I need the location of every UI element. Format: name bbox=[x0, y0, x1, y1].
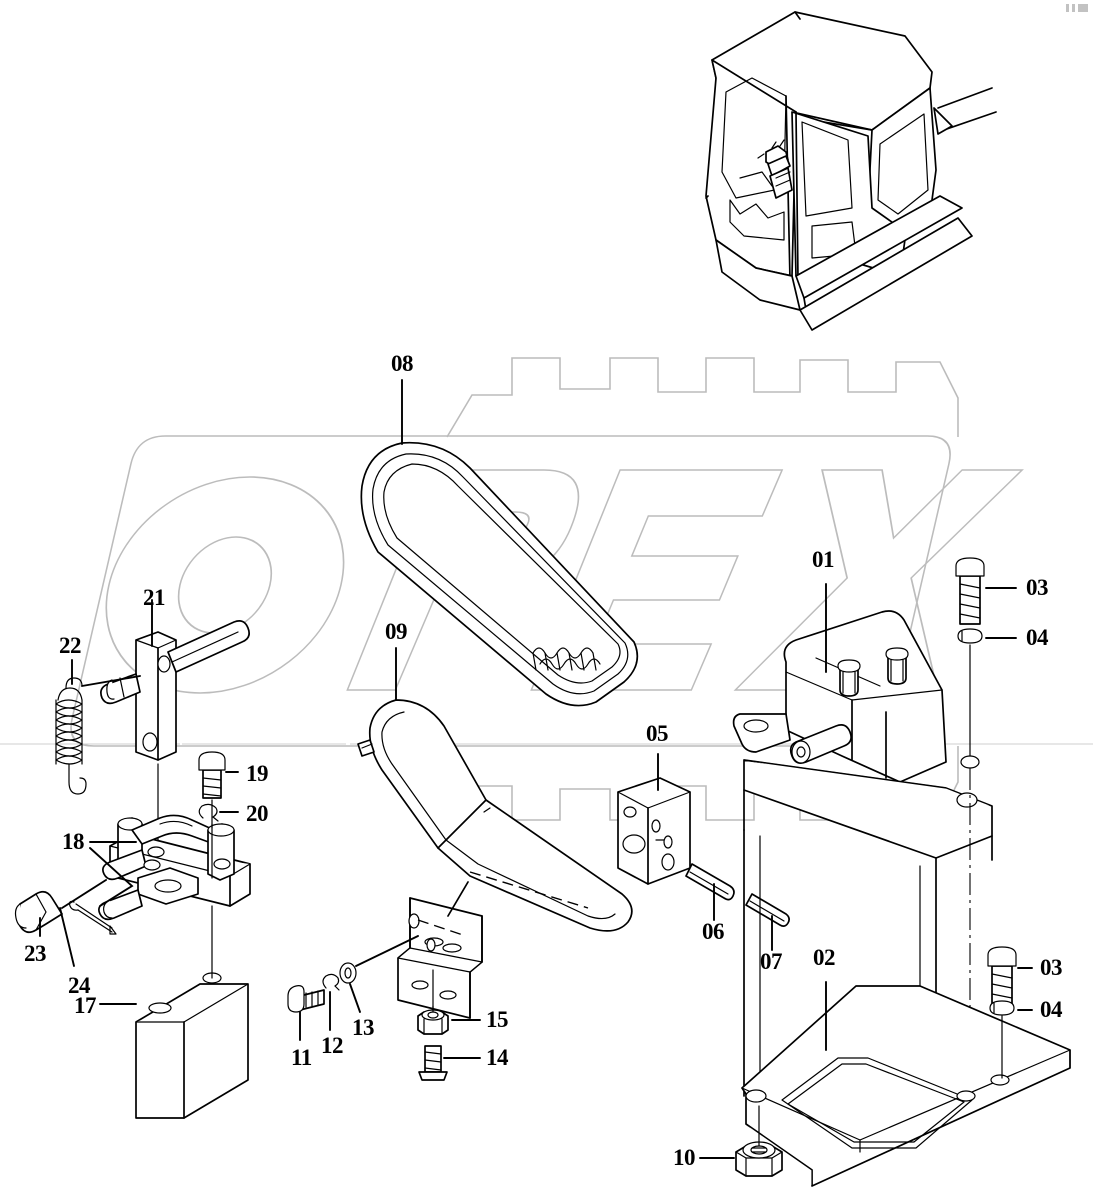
callout-13: 13 bbox=[352, 1015, 375, 1040]
flat-washer-13 bbox=[339, 962, 357, 984]
rubber-pedal-pad-08 bbox=[360, 441, 639, 707]
callout-24: 24 bbox=[68, 973, 91, 998]
snap-ring-12 bbox=[322, 973, 340, 991]
washer-lower-04 bbox=[989, 1000, 1015, 1016]
callout-18: 18 bbox=[62, 829, 85, 854]
bolt-hex-head-19 bbox=[198, 751, 226, 799]
bolt-flange-14 bbox=[418, 1045, 448, 1081]
callout-07: 07 bbox=[760, 949, 783, 974]
callout-01: 01 bbox=[812, 547, 835, 572]
cotter-pin-24 bbox=[68, 900, 117, 935]
callout-23: 23 bbox=[24, 941, 47, 966]
lead-13-to-bracket bbox=[355, 935, 419, 967]
hex-nut-10 bbox=[735, 1105, 783, 1177]
callout-03-upper: 03 bbox=[1026, 575, 1049, 600]
washer-upper-04 bbox=[957, 628, 983, 644]
callout-03-lower: 03 bbox=[1040, 955, 1063, 980]
pivot-pin-23 bbox=[14, 890, 63, 934]
base-plate-02 bbox=[741, 985, 1071, 1187]
callout-21: 21 bbox=[143, 585, 166, 610]
bolt-upper-03 bbox=[955, 557, 985, 625]
callout-17: 17 bbox=[74, 993, 97, 1018]
lead-13 bbox=[349, 983, 361, 1013]
link-block-05 bbox=[617, 777, 691, 885]
callout-20: 20 bbox=[246, 801, 269, 826]
lead-18b bbox=[89, 847, 134, 907]
callout-09: 09 bbox=[385, 619, 408, 644]
lead-24 bbox=[59, 907, 75, 967]
lead-22-to-rod bbox=[81, 675, 141, 687]
pin-long-06 bbox=[685, 863, 735, 901]
bolt-lower-03 bbox=[987, 946, 1017, 1011]
callout-22: 22 bbox=[59, 633, 82, 658]
callout-10: 10 bbox=[673, 1145, 696, 1170]
flange-nut-15 bbox=[417, 1009, 449, 1035]
lever-arm-21 bbox=[100, 620, 250, 761]
callout-19: 19 bbox=[246, 761, 269, 786]
callout-14: 14 bbox=[486, 1045, 509, 1070]
callout-08: 08 bbox=[391, 351, 414, 376]
snap-ring-20 bbox=[198, 803, 219, 822]
cab-inset-drawing bbox=[705, 11, 997, 331]
corner-artifact bbox=[1066, 4, 1088, 12]
return-spring-22 bbox=[55, 677, 87, 795]
bolt-small-11 bbox=[287, 985, 325, 1013]
pin-short-07 bbox=[745, 893, 790, 927]
callout-15: 15 bbox=[486, 1007, 509, 1032]
callout-02: 02 bbox=[813, 945, 836, 970]
callout-04-upper: 04 bbox=[1026, 625, 1049, 650]
pedal-plate-bracket-09 bbox=[357, 699, 633, 1019]
callout-12: 12 bbox=[321, 1033, 344, 1058]
lead-23-to-bracket bbox=[61, 879, 107, 909]
stopper-block-17 bbox=[135, 972, 249, 1119]
callout-06: 06 bbox=[702, 919, 725, 944]
callout-05: 05 bbox=[646, 721, 669, 746]
pedal-valve-body-01 bbox=[732, 610, 993, 1101]
callout-04-lower: 04 bbox=[1040, 997, 1063, 1022]
callout-11: 11 bbox=[291, 1045, 312, 1070]
lever-bracket-18 bbox=[98, 814, 251, 921]
